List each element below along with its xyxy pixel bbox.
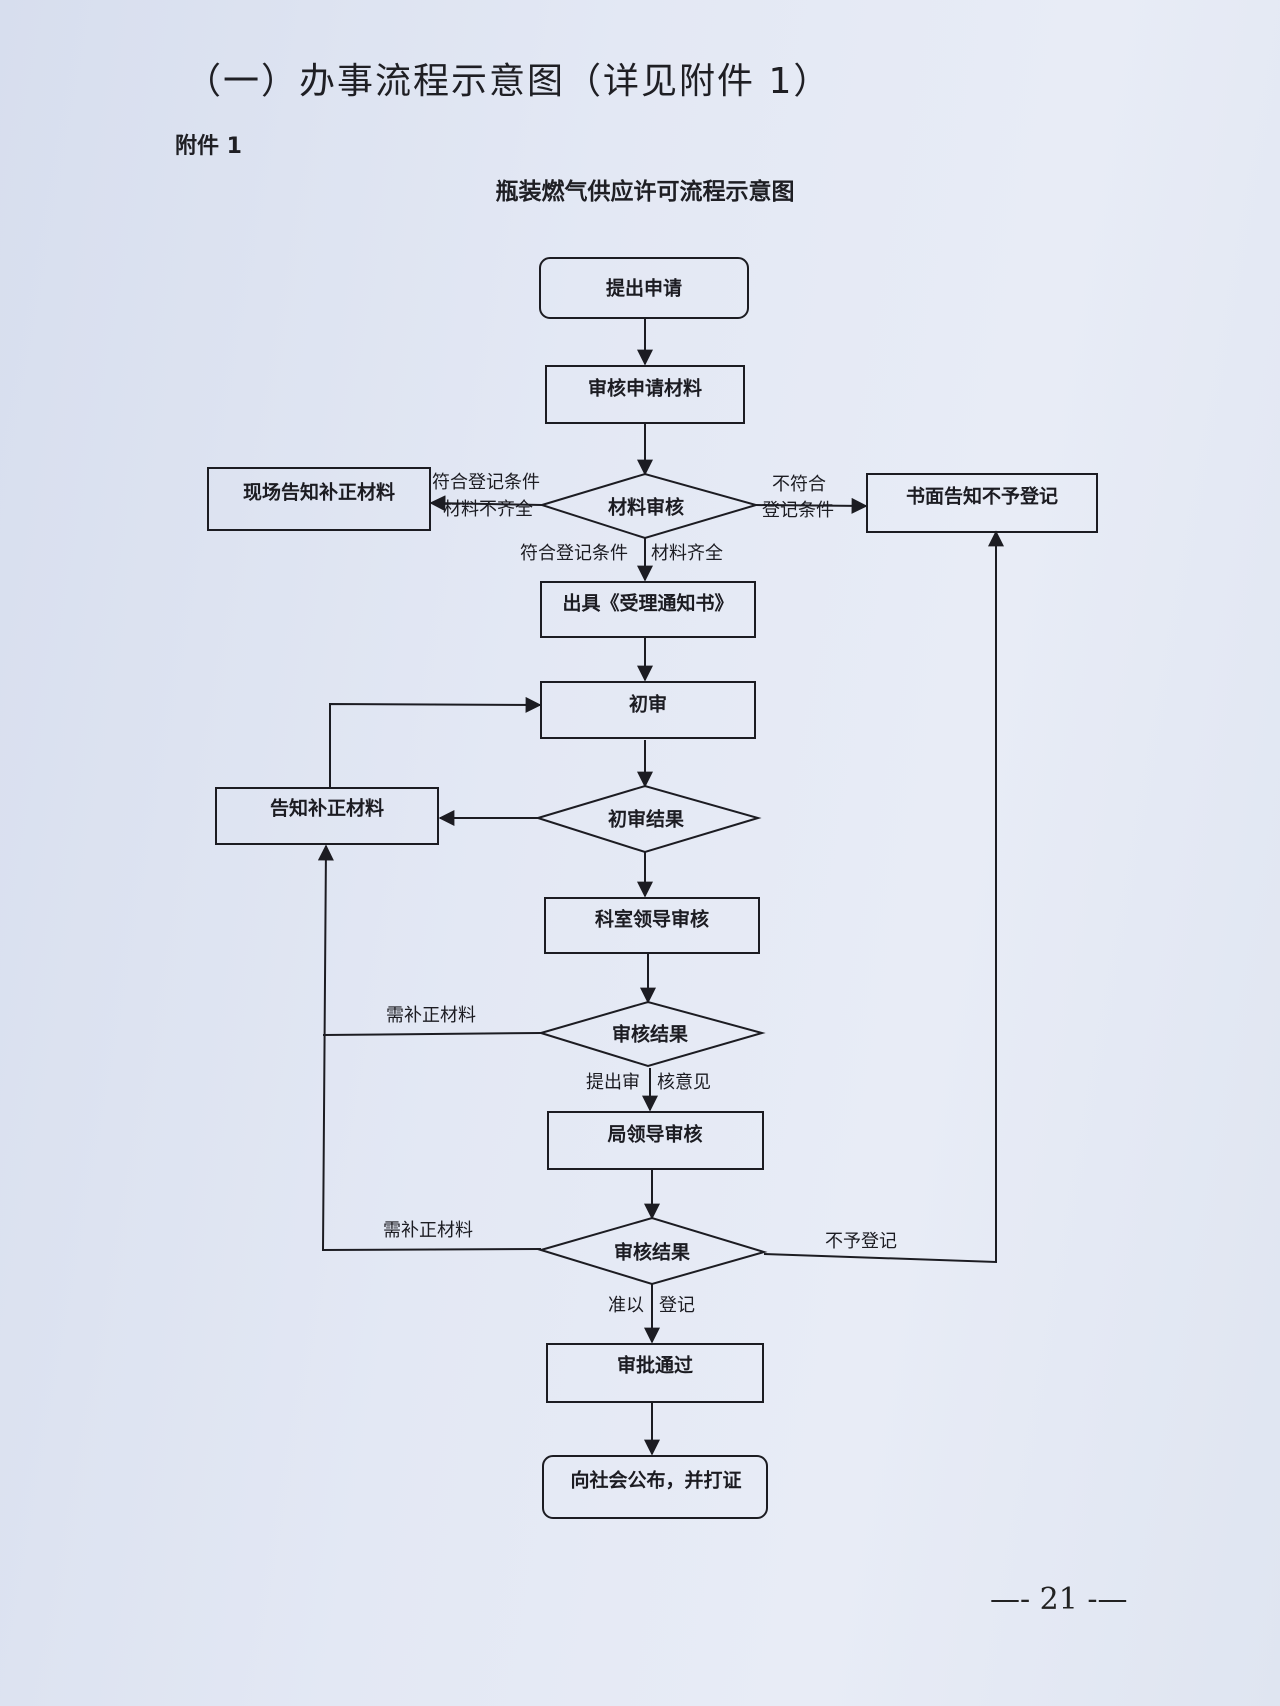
label-notify-supplement: 告知补正材料 bbox=[270, 797, 384, 820]
edge-label-left-cond-1: 符合登记条件 bbox=[432, 472, 540, 493]
attachment-label: 附件 1 bbox=[175, 134, 242, 159]
node-initial-result bbox=[534, 784, 762, 854]
label-bureau-review: 局领导审核 bbox=[607, 1123, 702, 1146]
label-material-check: 材料审核 bbox=[608, 496, 684, 519]
node-section-review bbox=[544, 897, 760, 954]
edge-label-bureau-supplement: 需补正材料 bbox=[383, 1220, 473, 1241]
edge-label-section-supplement: 需补正材料 bbox=[386, 1005, 476, 1026]
node-written-refusal bbox=[866, 473, 1098, 533]
edge-label-bureau-refuse: 不予登记 bbox=[825, 1231, 897, 1252]
label-section-result: 审核结果 bbox=[612, 1023, 688, 1046]
edge-bureau-refusal bbox=[763, 530, 1004, 1264]
edge-label-right-cond-2: 登记条件 bbox=[762, 500, 834, 521]
node-bureau-result bbox=[537, 1216, 768, 1286]
label-bureau-result: 审核结果 bbox=[614, 1241, 690, 1264]
node-approved bbox=[546, 1343, 764, 1403]
node-bureau-review bbox=[547, 1111, 764, 1170]
diagram-title: 瓶装燃气供应许可流程示意图 bbox=[495, 179, 795, 205]
edge-label-section-opinion-right: 核意见 bbox=[657, 1072, 711, 1093]
node-section-result bbox=[537, 1000, 766, 1068]
edge-label-approve-right: 登记 bbox=[659, 1295, 695, 1316]
label-approved: 审批通过 bbox=[617, 1354, 693, 1377]
label-acceptance-notice: 出具《受理通知书》 bbox=[562, 592, 733, 615]
edge-label-down-cond-right: 材料齐全 bbox=[651, 543, 723, 564]
edge-label-right-cond-1: 不符合 bbox=[772, 474, 826, 495]
label-submit: 提出申请 bbox=[606, 277, 682, 300]
node-material-check bbox=[538, 472, 760, 540]
node-review-materials bbox=[545, 365, 745, 424]
page-number: —- 21 -— bbox=[990, 1582, 1128, 1617]
label-initial-result: 初审结果 bbox=[608, 808, 684, 831]
label-written-refusal: 书面告知不予登记 bbox=[906, 485, 1058, 508]
node-notify-supplement bbox=[215, 787, 439, 845]
label-initial-review: 初审 bbox=[629, 693, 667, 716]
edge-label-section-opinion-left: 提出审 bbox=[586, 1072, 640, 1093]
label-onsite-notice: 现场告知补正材料 bbox=[243, 481, 395, 504]
node-submit bbox=[539, 257, 749, 319]
label-section-review: 科室领导审核 bbox=[595, 908, 709, 931]
node-publish bbox=[542, 1455, 768, 1519]
edge-notify-initial bbox=[329, 696, 542, 788]
edge-label-down-cond-left: 符合登记条件 bbox=[520, 543, 628, 564]
node-initial-review bbox=[540, 681, 756, 739]
node-onsite-notice bbox=[207, 467, 431, 531]
node-acceptance-notice bbox=[540, 581, 756, 638]
edge-check-refusal bbox=[755, 497, 868, 514]
edge-label-approve-left: 准以 bbox=[608, 1295, 644, 1316]
edge-bureau-notify bbox=[317, 844, 542, 1252]
edge-label-left-cond-2: 材料不齐全 bbox=[443, 499, 533, 520]
section-heading: （一）办事流程示意图（详见附件 1） bbox=[185, 61, 832, 102]
edge-check-onsite bbox=[429, 495, 543, 512]
label-review-materials: 审核申请材料 bbox=[588, 377, 702, 400]
label-publish: 向社会公布，并打证 bbox=[570, 1469, 741, 1492]
edge-section-notify bbox=[323, 1032, 542, 1037]
